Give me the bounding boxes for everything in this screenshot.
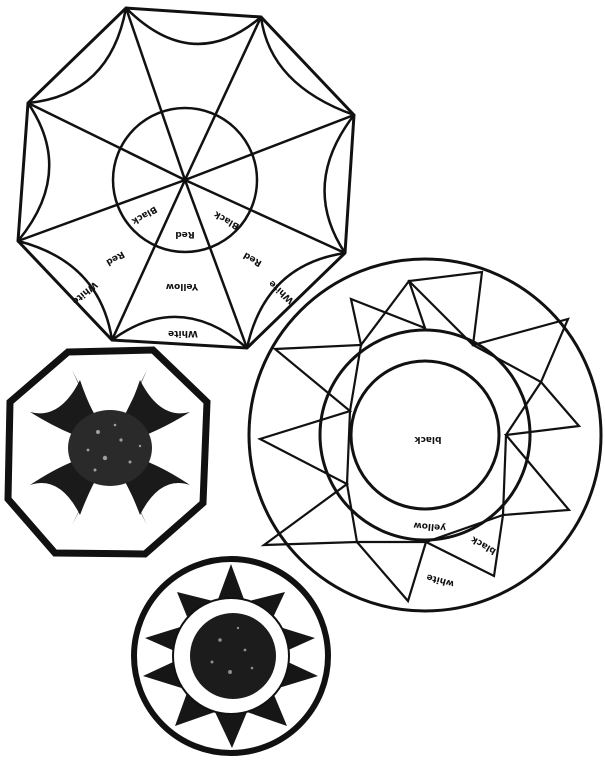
circle-labels: black yellow black white xyxy=(413,434,498,588)
label-black-top: Black xyxy=(212,208,242,231)
octagon-spokes xyxy=(18,8,354,348)
label-circle-point: black xyxy=(469,533,498,556)
label-red-right: Red xyxy=(242,250,264,268)
small-octagon-center xyxy=(68,410,152,486)
label-circle-outer: white xyxy=(426,571,456,588)
small-octagon-design xyxy=(8,350,207,554)
label-circle-center: black xyxy=(414,434,442,444)
circle-star-tips xyxy=(347,281,541,542)
label-circle-ring: yellow xyxy=(413,520,446,533)
small-circle-center xyxy=(190,613,276,699)
label-white-bottom: White xyxy=(168,328,198,338)
label-red-left: Red xyxy=(104,249,126,267)
label-black-left: Black xyxy=(129,204,159,227)
small-circle-design xyxy=(134,559,328,753)
octagon-design xyxy=(18,8,354,348)
label-red-center: Red xyxy=(175,229,194,239)
label-yellow: Yellow xyxy=(166,281,199,291)
